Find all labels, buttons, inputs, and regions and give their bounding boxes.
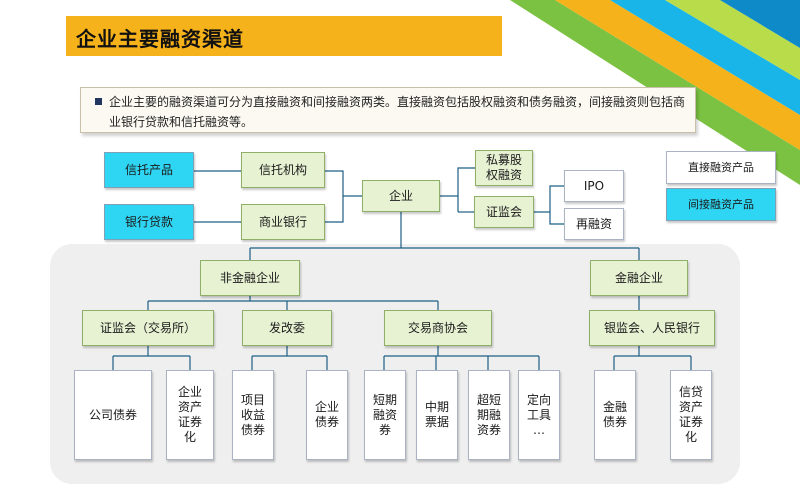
node-enterprise: 企业 (362, 180, 440, 212)
node-enterprise-abs: 企业 资产 证券 化 (166, 370, 214, 460)
node-ndrc: 发改委 (242, 310, 332, 346)
node-trust-product: 信托产品 (104, 152, 194, 188)
node-ipo: IPO (564, 170, 624, 202)
node-csrc: 证监会 (474, 196, 534, 228)
connector-lines (112, 167, 692, 370)
node-directional-instrument: 定向 工具 … (518, 370, 560, 460)
title-bar: 企业主要融资渠道 (66, 16, 502, 56)
node-nafmii: 交易商协会 (384, 310, 492, 346)
bullet-icon (95, 98, 102, 105)
node-project-revenue-bond: 项目 收益 债券 (232, 370, 274, 460)
node-private-equity: 私募股 权融资 (475, 150, 533, 186)
node-cbrc-pboc: 银监会、人民银行 (589, 310, 715, 346)
description-note: 企业主要的融资渠道可分为直接融资和间接融资两类。直接融资包括股权融资和债务融资，… (80, 87, 696, 133)
node-financial-bond: 金融 债券 (594, 370, 636, 460)
node-super-short-financing: 超短 期融 资券 (468, 370, 510, 460)
legend-indirect-product: 间接融资产品 (666, 188, 776, 221)
node-trust-institution: 信托机构 (241, 152, 325, 188)
node-csrc-exchange: 证监会（交易所） (82, 310, 214, 346)
legend-direct-product: 直接融资产品 (666, 151, 776, 184)
node-financial-enterprise: 金融企业 (590, 260, 688, 296)
node-enterprise-bond: 企业 债券 (306, 370, 348, 460)
node-short-term-financing: 短期 融资 券 (364, 370, 406, 460)
node-commercial-bank: 商业银行 (241, 204, 325, 240)
node-non-financial-enterprise: 非金融企业 (200, 260, 300, 296)
note-text: 企业主要的融资渠道可分为直接融资和间接融资两类。直接融资包括股权融资和债务融资，… (109, 95, 686, 129)
node-credit-abs: 信贷 资产 证券 化 (670, 370, 712, 460)
node-refinancing: 再融资 (564, 208, 624, 240)
page-title: 企业主要融资渠道 (76, 27, 244, 51)
node-medium-term-note: 中期 票据 (416, 370, 458, 460)
node-corporate-bond: 公司债券 (74, 370, 152, 460)
node-bank-loan: 银行贷款 (104, 204, 194, 240)
